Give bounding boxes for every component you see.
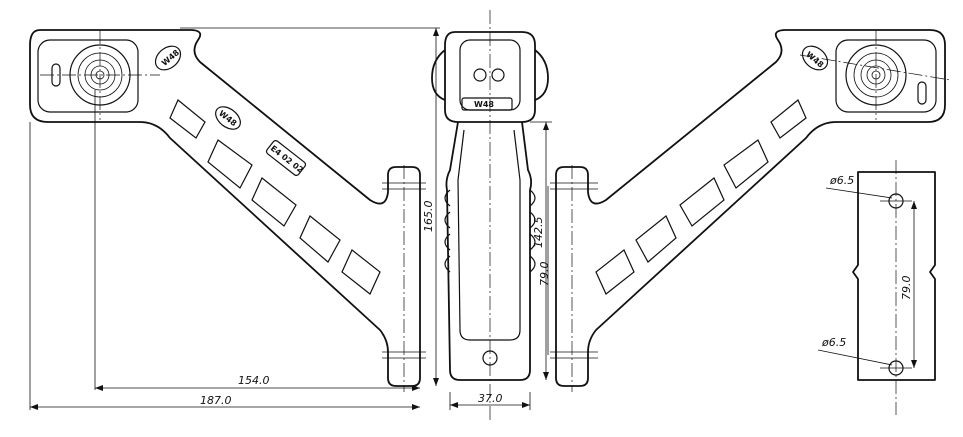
plate-outline: [852, 171, 936, 381]
side-bulge-right: [534, 49, 549, 101]
left-lamp-badge-text: W48: [160, 48, 181, 68]
left-lamp-code-label: [265, 139, 307, 177]
right-arm-cutouts: [595, 99, 807, 295]
left-lamp-stamp: [215, 106, 241, 130]
dim-187: 187.0: [200, 394, 232, 407]
left-dimensions: 154.0 187.0 165.0: [29, 27, 440, 410]
left-arm-cutouts: [169, 99, 381, 295]
plate-hole-bottom-dia: ø6.5: [821, 336, 846, 349]
side-badge-text: W48: [474, 100, 494, 109]
right-mount-holes: [550, 182, 598, 359]
side-bulge-left: [431, 49, 446, 101]
right-lamp-slot: [917, 81, 927, 105]
side-lens-dot-2: [491, 68, 505, 82]
side-view: W48 37.0 142.5 79.0: [431, 10, 552, 420]
right-lamp-lens-frame: [835, 39, 937, 113]
left-lamp-view: W48 W48 E4 02 02: [29, 29, 426, 392]
plate-hole-top-dia: ø6.5: [829, 174, 854, 187]
mounting-plate-detail: ø6.5 ø6.5 79.0: [817, 160, 936, 415]
side-badge-frame: [461, 97, 513, 111]
dim-154: 154.0: [238, 374, 270, 387]
side-mount-hole: [482, 350, 498, 366]
right-lamp-badge: [801, 45, 829, 71]
left-lamp-lens-frame: [37, 39, 139, 113]
left-lamp-stamp-text: W48: [217, 109, 239, 129]
right-lamp-outline: [555, 29, 946, 387]
dim-142-5: 142.5: [532, 217, 545, 249]
side-stem-outline: [445, 121, 533, 381]
dim-165: 165.0: [422, 201, 435, 233]
side-grip: [444, 189, 536, 273]
dim-37: 37.0: [478, 392, 503, 405]
dim-79-plate: 79.0: [900, 276, 913, 301]
dim-79-side: 79.0: [538, 262, 551, 287]
right-lamp-badge-text: W48: [804, 50, 825, 70]
right-lamp-view: W48: [550, 29, 951, 392]
side-stem-inner: [457, 129, 521, 341]
side-lens-dot-1: [473, 68, 487, 82]
left-lamp-badge: [154, 45, 182, 71]
left-lamp-outline: [29, 29, 421, 387]
